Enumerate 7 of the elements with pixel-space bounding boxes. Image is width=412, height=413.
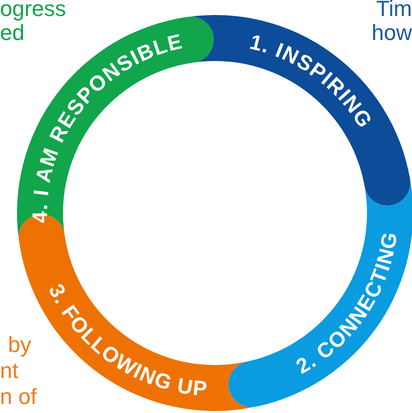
text-fragment: Tim [376, 0, 412, 22]
text-fragment: ogress [0, 0, 66, 22]
text-fragment: nt [0, 358, 18, 384]
text-fragment: ed [0, 20, 24, 46]
text-fragment: n of [0, 384, 37, 410]
text-fragment: how [372, 20, 412, 46]
text-fragment: by [8, 332, 32, 358]
